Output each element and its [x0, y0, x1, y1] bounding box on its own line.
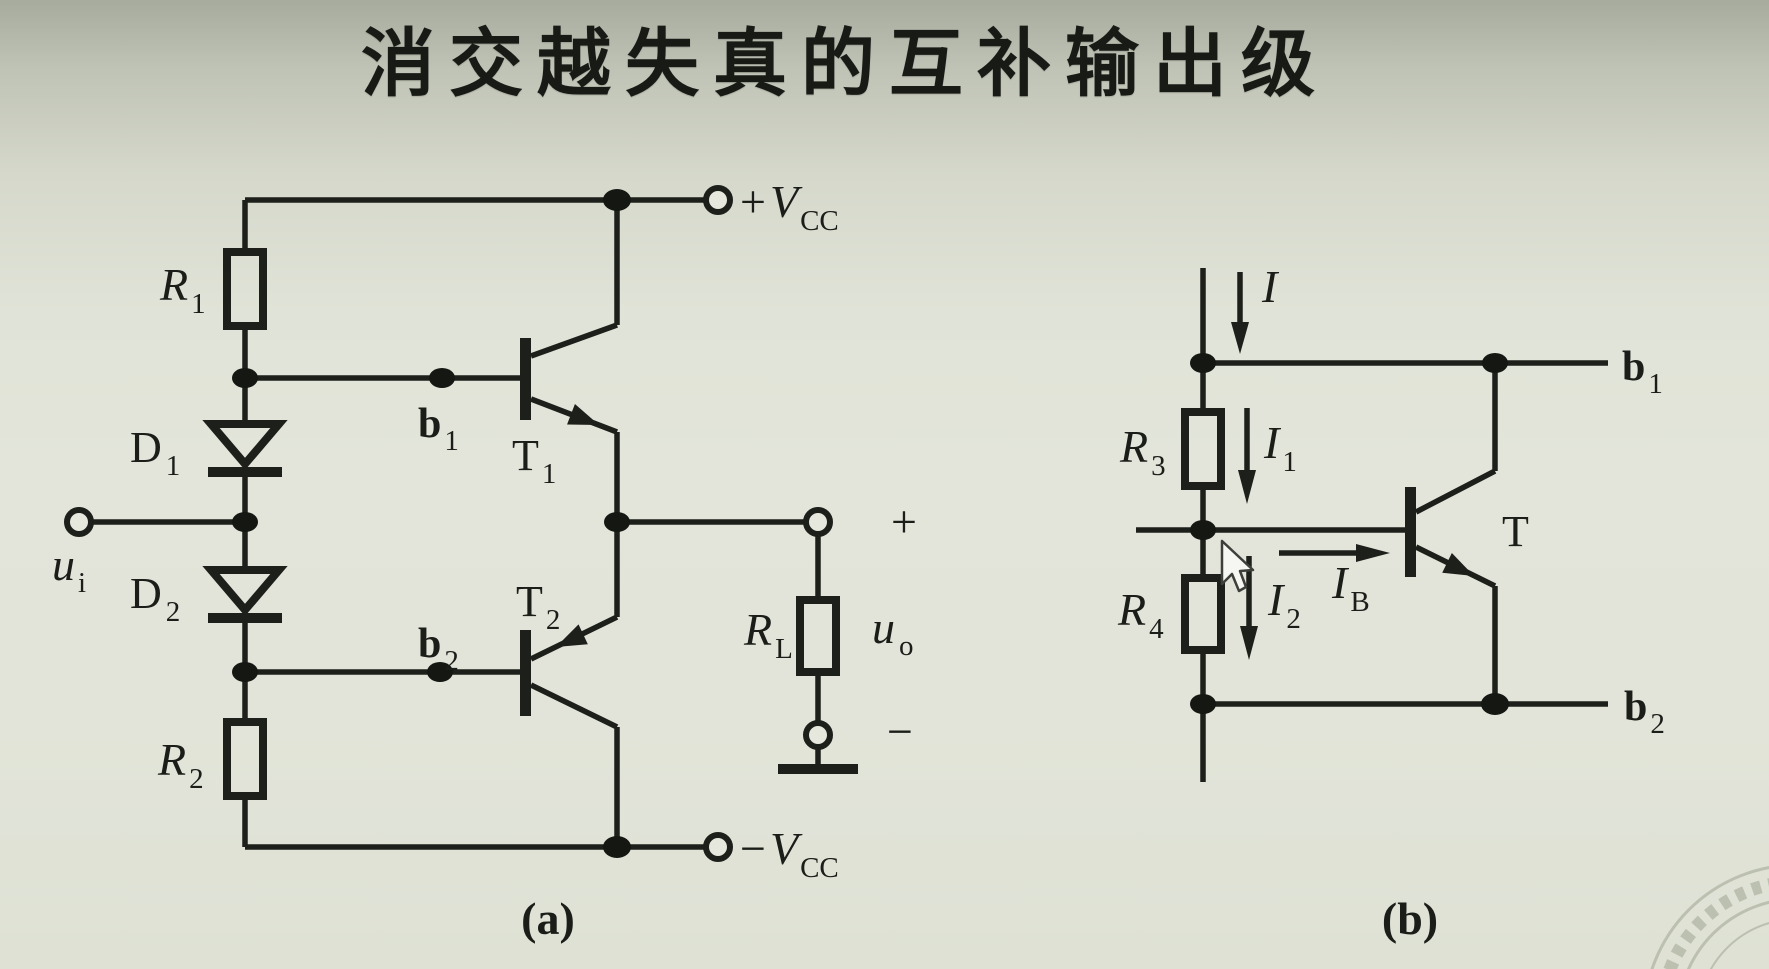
r4-resistor [1181, 574, 1225, 654]
circuit-b [1136, 268, 1608, 782]
circuit-a [64, 185, 858, 862]
vcc-neg-terminal [703, 832, 733, 862]
current-i-label: I [1261, 261, 1280, 312]
t1-transistor [520, 200, 620, 522]
t1-emitter-arrow-icon [567, 403, 599, 425]
output-bottom-terminal [803, 720, 833, 750]
junction-dots [232, 189, 631, 858]
r2-resistor [223, 718, 267, 800]
vcc-pos-label: +VCC [740, 176, 839, 237]
t-transistor [1405, 363, 1498, 704]
t2-emitter-arrow-icon [556, 624, 588, 647]
output-plus-label: + [891, 496, 917, 547]
d1-diode [202, 420, 288, 477]
figure-a-caption: (a) [521, 893, 575, 944]
t-emitter-arrow-icon [1442, 552, 1474, 576]
page-title: 消交越失真的互补输出级 [361, 24, 1329, 106]
d2-diode [202, 566, 288, 623]
rl-resistor [796, 596, 840, 676]
terminal-circles [64, 185, 833, 862]
watermark-seal-icon [1650, 866, 1769, 969]
t2-transistor [520, 522, 620, 847]
r3-resistor [1181, 408, 1225, 490]
t-label: T [1502, 507, 1529, 556]
output-top-terminal [803, 507, 833, 537]
vcc-pos-terminal [703, 185, 733, 215]
input-terminal [64, 507, 94, 537]
r1-resistor [223, 248, 267, 330]
mouse-cursor-icon [1220, 539, 1255, 593]
figure-b-caption: (b) [1382, 893, 1438, 944]
output-minus-label: − [887, 706, 913, 757]
vcc-neg-label: −VCC [740, 823, 839, 884]
junction-dots-b [1190, 353, 1509, 715]
